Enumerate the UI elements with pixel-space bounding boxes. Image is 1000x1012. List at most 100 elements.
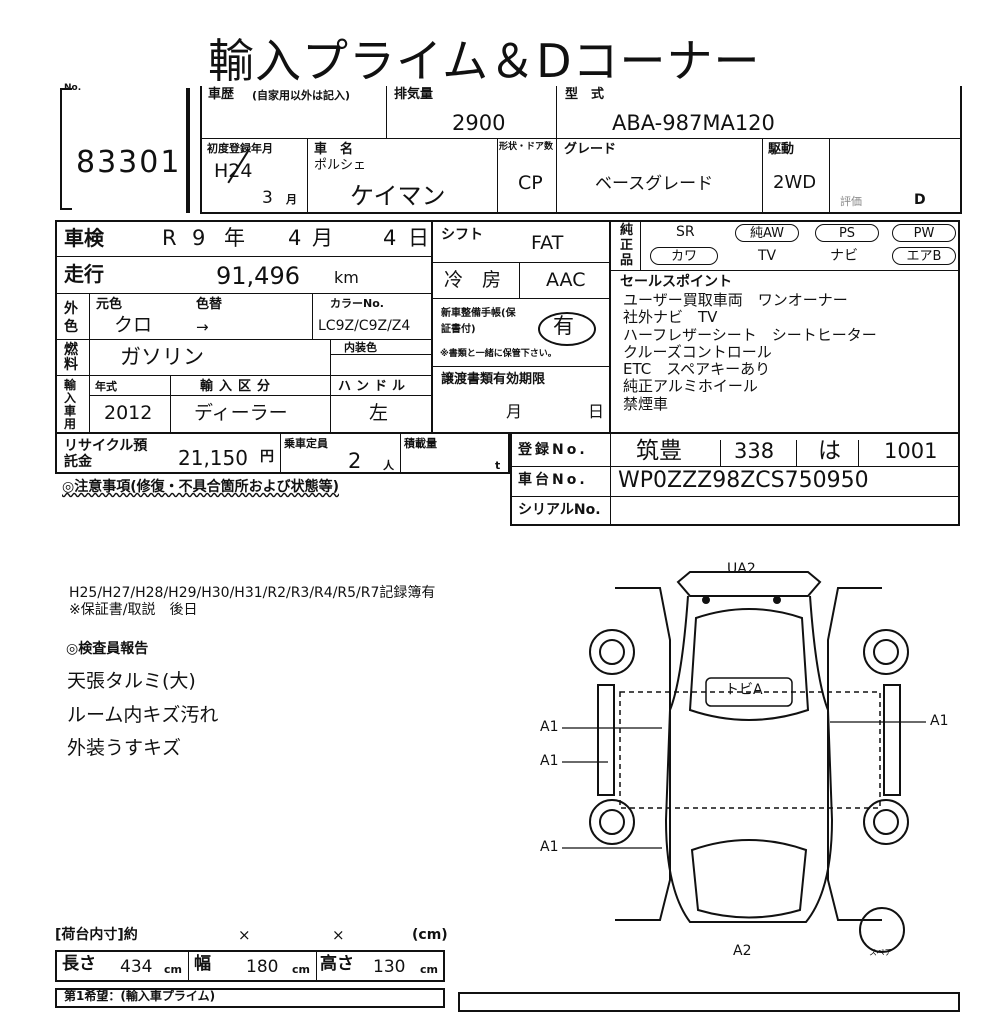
sales-point: ユーザー買取車両 ワンオーナー <box>623 291 848 309</box>
lot-bracket <box>60 88 72 210</box>
manual-circle <box>538 312 596 346</box>
reg-col-3 <box>796 440 797 466</box>
header-vline-5 <box>556 138 557 214</box>
cargo-label: [荷台内寸]約 <box>55 927 138 943</box>
records-line-2: ※保証書/取説 後日 <box>69 602 198 618</box>
sales-points-label: セールスポイント <box>620 274 732 290</box>
size-wid: 180 <box>246 957 279 977</box>
history-note: (自家用以外は記入) <box>252 89 351 102</box>
capacity-label: 乗車定員 <box>284 437 328 450</box>
recycle-label: リサイクル預託金 <box>64 438 148 470</box>
import-label: 輸入車用 <box>64 378 77 431</box>
import-type: ディーラー <box>194 402 288 424</box>
diagram-top-label: UA2 <box>727 561 756 577</box>
reg-col-2 <box>720 440 721 466</box>
registration-number: 1001 <box>884 439 938 463</box>
reg-row-1 <box>510 466 960 467</box>
import-year-label: 年式 <box>95 380 117 393</box>
ac-label: 冷 房 <box>444 269 502 291</box>
inspection-year: 9 <box>192 226 206 250</box>
mileage-value: 91,496 <box>216 262 300 290</box>
diagram-left-1: A1 <box>540 719 559 735</box>
drive-label: 駆動 <box>768 142 795 157</box>
cargo-x1: × <box>238 926 251 944</box>
inspection-label: 車検 <box>64 226 104 250</box>
manual-label: 新車整備手帳(保証書付) <box>441 308 516 335</box>
equip-aw: 純AW <box>735 224 799 242</box>
reg-col-4 <box>858 440 859 466</box>
displacement-label: 排気量 <box>394 87 434 102</box>
diagram-roof-label: トビA <box>725 682 763 698</box>
color-col2 <box>312 293 313 339</box>
sales-points-list: ユーザー買取車両 ワンオーナー 社外ナビ TV ハーフレザーシート シートヒータ… <box>623 291 877 413</box>
size-len-unit: cm <box>164 963 182 976</box>
header-hline <box>200 138 962 139</box>
fuel-col <box>330 339 331 375</box>
inspector-line-3: 外装うすキズ <box>67 737 182 759</box>
header-vline-4 <box>497 138 498 214</box>
equipment-label: 純正品 <box>620 223 634 268</box>
shift-label: シフト <box>441 227 483 243</box>
mileage-label: 走行 <box>64 262 104 286</box>
inspection-month: 4 <box>288 226 302 250</box>
inspection-month-unit: 月 <box>312 226 333 250</box>
import-handle-label: ハンドル <box>338 379 411 394</box>
interior-label: 内装色 <box>344 341 377 354</box>
import-type-label: 輸入区分 <box>200 379 277 394</box>
sales-point: 禁煙車 <box>623 394 669 413</box>
capacity-value: 2 <box>348 449 362 473</box>
import-subrow <box>89 395 433 396</box>
color-orig-label: 元色 <box>96 297 123 312</box>
size-col1 <box>188 950 189 982</box>
lot-number: 83301 <box>76 145 182 180</box>
recycle-col1 <box>280 434 281 474</box>
transfer-day-unit: 日 <box>588 402 605 421</box>
reg-row-2 <box>510 496 960 497</box>
registration-place: 筑豊 <box>636 438 682 464</box>
size-grid <box>55 950 445 982</box>
model-code-label: 型 式 <box>565 87 605 102</box>
import-col1 <box>170 375 171 434</box>
recycle-unit: 円 <box>260 449 274 465</box>
fuel-label: 燃料 <box>64 342 78 373</box>
sales-point: クルーズコントロール <box>623 342 772 361</box>
fuel-value: ガソリン <box>120 345 204 369</box>
header-vline-6 <box>762 138 763 214</box>
mid-row-2 <box>433 298 611 299</box>
color-repaint-label: 色替 <box>196 297 223 312</box>
header-vline-2 <box>556 86 557 138</box>
drive-value: 2WD <box>773 172 817 193</box>
capacity-unit: 人 <box>383 459 394 472</box>
footer-text: 第1希望：(輸入車プライム) <box>64 989 216 1003</box>
sales-point: 純正アルミホイール <box>623 377 758 396</box>
reg-col <box>610 434 611 526</box>
car-name-label: 車 名 <box>314 142 354 157</box>
inspector-line-2: ルーム内キズ汚れ <box>67 704 219 726</box>
grade-label: グレード <box>564 142 617 157</box>
load-unit: t <box>495 459 501 472</box>
size-wid-unit: cm <box>292 963 310 976</box>
diagram-bottom-label: A2 <box>733 943 752 959</box>
lot-label: No. <box>64 83 82 93</box>
equip-tv: TV <box>758 248 777 264</box>
sales-point: ハーフレザーシート シートヒーター <box>623 325 877 344</box>
row-3 <box>55 339 433 340</box>
import-col2 <box>330 375 331 434</box>
body-value: CP <box>518 172 543 194</box>
size-hei-label: 高さ <box>320 954 354 974</box>
equip-ps: PS <box>815 224 879 242</box>
inspection-day-unit: 日 <box>408 226 429 250</box>
first-reg-month: 3 <box>262 188 273 208</box>
mid-row-1 <box>433 262 611 263</box>
inspector-line-1: 天張タルミ(大) <box>67 670 196 692</box>
diagram-spare-label: スペア <box>869 948 893 957</box>
size-hei-unit: cm <box>420 963 438 976</box>
equip-leather: カワ <box>650 247 718 265</box>
row-2 <box>55 293 433 294</box>
size-len-label: 長さ <box>62 954 96 974</box>
size-len: 434 <box>120 957 153 977</box>
registration-grid <box>510 434 960 526</box>
inspection-year-unit: 年 <box>224 226 245 250</box>
header-vline-1 <box>386 86 387 138</box>
mid-row-3 <box>433 366 611 367</box>
